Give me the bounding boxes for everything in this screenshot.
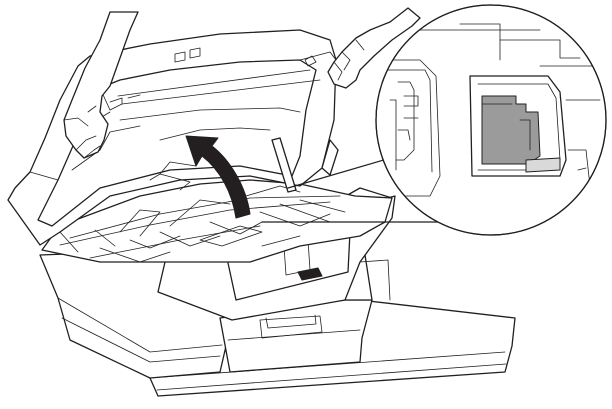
hand-icon-right: [327, 7, 421, 89]
printer-interior: [41, 179, 393, 263]
highlighted-part: [481, 95, 541, 165]
lift-arrow-icon: [185, 135, 251, 219]
hand-icon-left: [63, 11, 139, 159]
magnified-detail-icon: [375, 4, 607, 236]
